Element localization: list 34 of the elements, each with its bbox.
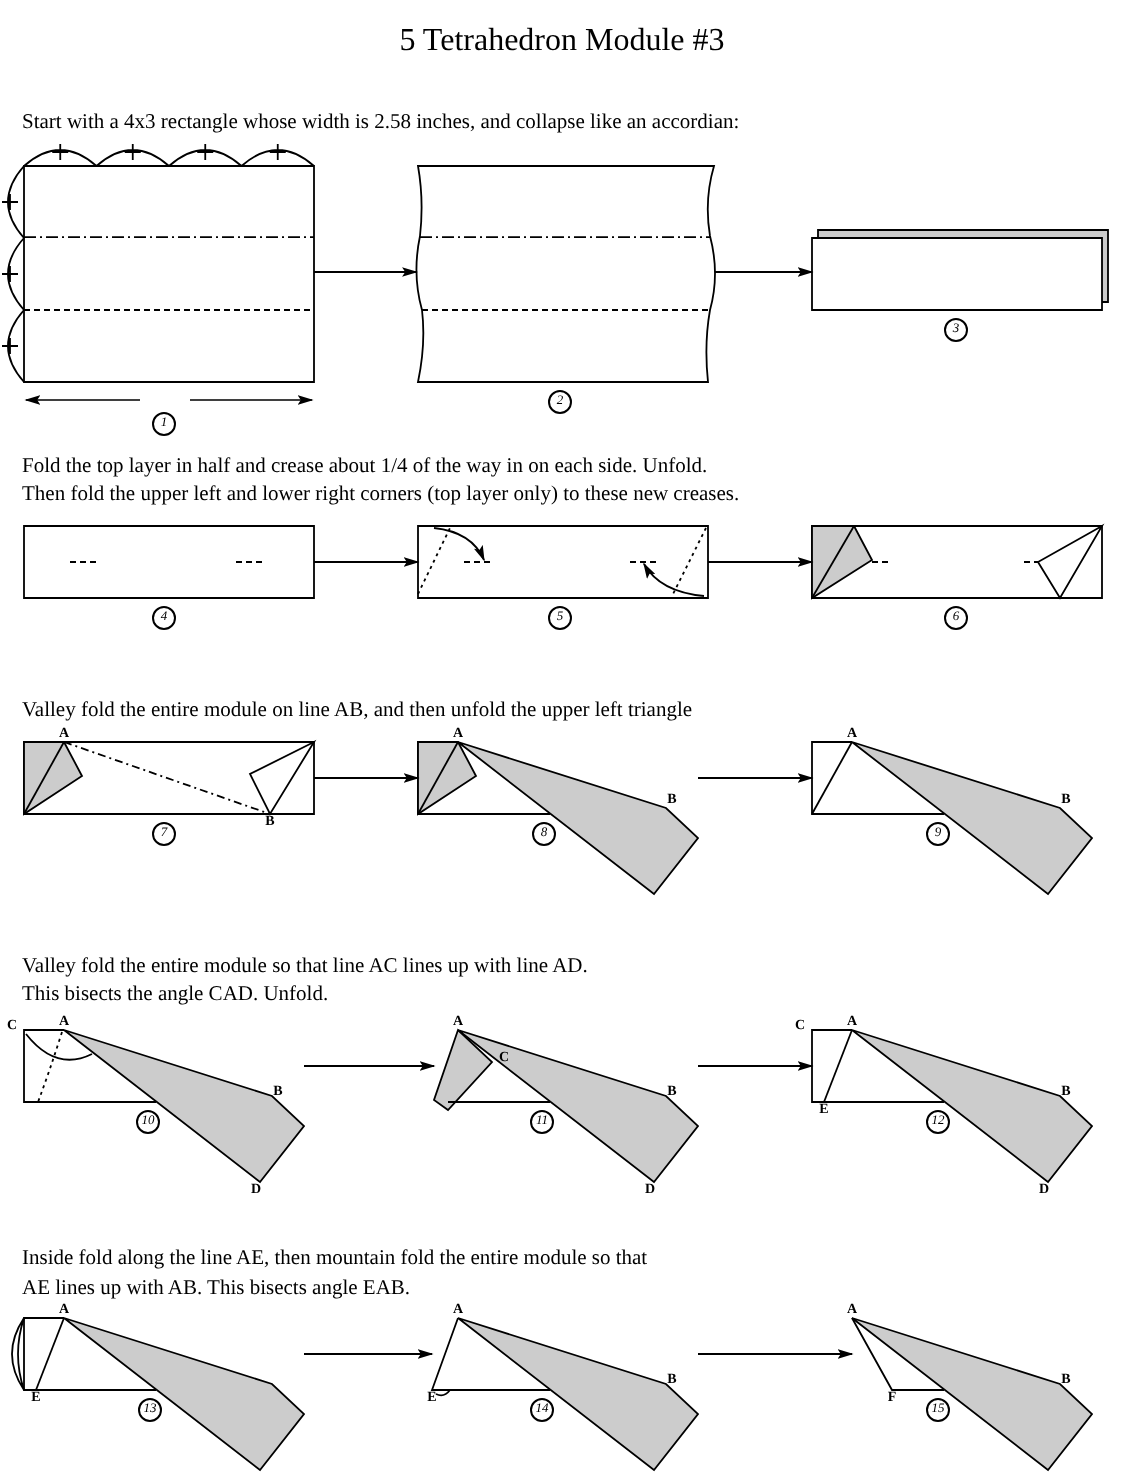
origami-fold-drawing	[811, 741, 1094, 896]
arrow	[698, 1061, 814, 1071]
instruction-text: Start with a 4x3 rectangle whose width is 2.58 inches, and collapse like an accordian:	[22, 112, 740, 136]
instruction-text: Valley fold the entire module so that line AC lines up with line AD.	[22, 956, 588, 980]
origami-fold-drawing	[1, 143, 315, 383]
arrow	[314, 773, 420, 783]
arrow	[698, 773, 814, 783]
arrow	[314, 557, 420, 567]
origami-fold-drawing	[432, 1028, 700, 1184]
instruction-text: This bisects the angle CAD. Unfold.	[22, 984, 329, 1008]
arrow	[314, 267, 419, 277]
title: 5 Tetrahedron Module #3	[397, 24, 727, 60]
origami-fold-drawing	[811, 523, 1105, 600]
origami-fold-drawing	[851, 1317, 1094, 1472]
arrow	[304, 1061, 436, 1071]
arrow	[708, 557, 814, 567]
origami-fold-drawing	[415, 165, 716, 383]
origami-fold-drawing	[417, 741, 700, 896]
origami-fold-drawing	[23, 1029, 306, 1184]
instruction-text: AE lines up with AB. This bisects angle EAB.	[22, 1278, 411, 1302]
instruction-text: Inside fold along the line AE, then mountain fold the entire module so that	[22, 1248, 648, 1272]
box-shape	[811, 229, 1109, 311]
origami-fold-drawing	[811, 1029, 1094, 1184]
arrow	[304, 1349, 434, 1359]
arrow	[698, 1349, 854, 1359]
instruction-text: Valley fold the entire module on line AB, and then unfold the upper left triangle	[22, 700, 693, 724]
origami-fold-drawing	[11, 1317, 306, 1472]
instruction-text: Fold the top layer in half and crease about 1/4 of the way in on each side. Unfold.	[22, 456, 708, 480]
origami-fold-drawing	[417, 525, 709, 599]
origami-fold-drawing	[23, 525, 315, 599]
arrow	[715, 267, 814, 277]
origami-fold-drawing	[23, 739, 317, 816]
instruction-text: Then fold the upper left and lower right corners (top layer only) to these new creases.	[22, 484, 740, 508]
origami-fold-drawing	[430, 1317, 700, 1472]
